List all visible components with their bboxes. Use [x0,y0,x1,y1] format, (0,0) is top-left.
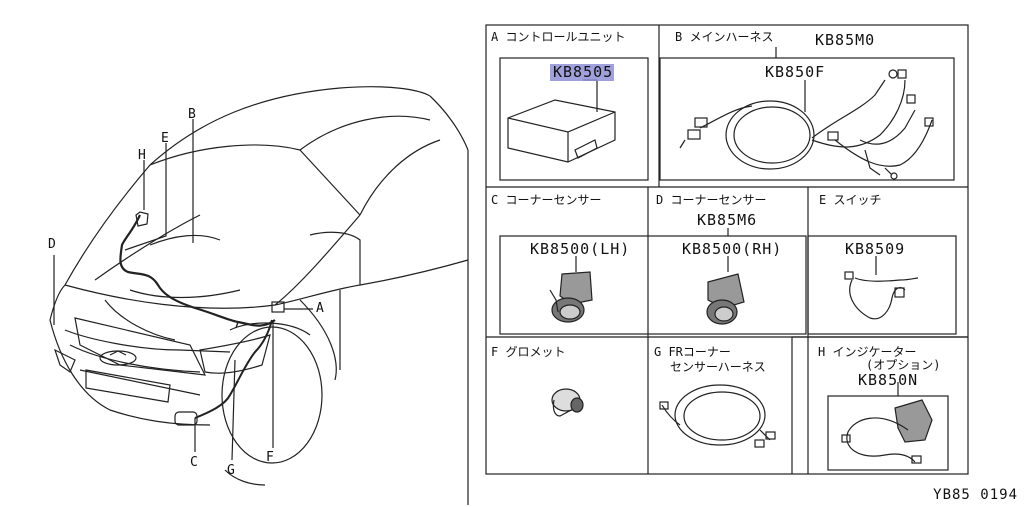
callout-h: H [138,148,146,163]
part-a-code[interactable]: KB8505 [553,63,614,81]
grommet-drawing [551,388,584,417]
corner-sensor-lh-drawing [549,256,593,323]
part-d-code[interactable]: KB8500(RH) [682,240,783,258]
indicator-drawing [841,382,933,464]
part-e-title: E スイッチ [819,193,882,207]
callout-d: D [48,237,56,252]
switch-drawing [844,256,919,320]
part-h-title-line2: (オプション) [866,358,941,372]
fr-corner-harness-drawing [659,384,776,448]
callout-e: E [161,131,169,146]
callout-g: G [227,463,235,478]
main-harness-drawing [679,47,934,180]
control-unit-drawing [507,79,616,163]
part-g-title-line2: センサーハーネス [670,360,766,374]
part-c-title: C コーナーセンサー [491,193,602,207]
parts-table-grid [485,24,969,475]
part-g-title-line1: G FRコーナー [654,345,731,359]
callout-a: A [316,301,324,316]
corner-sensor-rh-drawing [706,228,745,325]
part-b-title: B メインハーネス [675,30,774,44]
diagram-id: YB85 0194 [933,487,1018,503]
part-a-highlight [550,64,614,81]
part-e-code[interactable]: KB8509 [845,240,906,258]
part-b-group-code[interactable]: KB85M0 [815,31,876,49]
part-h-title-line1: H インジケーター [818,345,917,359]
part-f-title: F グロメット [491,345,566,359]
callout-b: B [188,107,196,122]
harness-path [119,214,276,327]
part-d-title: D コーナーセンサー [656,193,767,207]
car-illustration [49,86,469,505]
part-a-title: A コントロールユニット [491,30,626,44]
callout-c: C [190,455,198,470]
part-c-code[interactable]: KB8500(LH) [530,240,631,258]
part-h-code[interactable]: KB850N [858,371,919,389]
callout-f: F [266,450,274,465]
part-d-group-code[interactable]: KB85M6 [697,211,758,229]
part-b-code[interactable]: KB850F [765,63,826,81]
